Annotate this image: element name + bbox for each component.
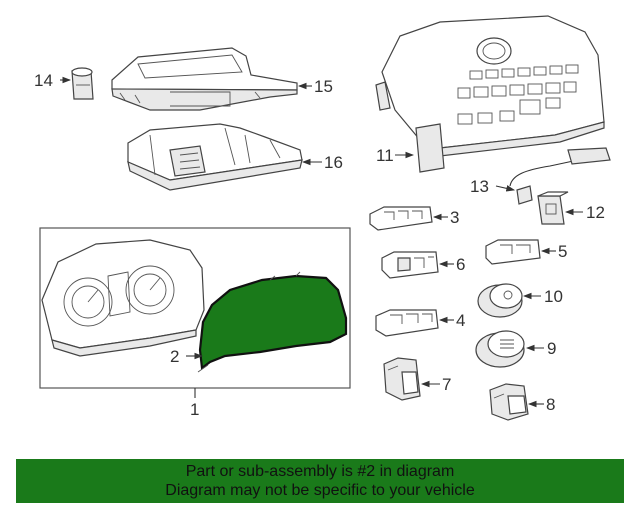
callout-10: 10: [544, 287, 563, 306]
banner-line-1: Part or sub-assembly is #2 in diagram: [185, 463, 455, 480]
callout-1: 1: [190, 400, 199, 419]
parts-diagram: 14 15 16: [34, 15, 611, 421]
callout-3: 3: [450, 208, 459, 227]
part-12-connector: [537, 191, 569, 225]
part-11-climate-panel: [375, 15, 605, 173]
part-5-switch: [485, 239, 541, 265]
callout-8: 8: [546, 395, 555, 414]
callout-11: 11: [376, 146, 394, 165]
callout-12: 12: [586, 203, 605, 222]
part-10-button: [477, 283, 523, 318]
part-9-start-button: [475, 330, 525, 368]
callout-15: 15: [314, 77, 333, 96]
part-14-knob: [71, 67, 94, 100]
part-1-instrument-cluster: [41, 239, 205, 357]
callout-9: 9: [547, 339, 556, 358]
part-2-cluster-glass-highlight: [198, 274, 348, 371]
part-8-switch: [489, 383, 529, 421]
callout-16: 16: [324, 153, 343, 172]
callout-14: 14: [34, 71, 53, 90]
part-3-switch: [369, 206, 433, 231]
part-4-switch: [375, 309, 439, 337]
callout-2: 2: [170, 347, 179, 366]
part-7-switch: [383, 357, 421, 401]
part-15-display-unit: [111, 47, 298, 111]
callout-13: 13: [470, 177, 489, 196]
callout-5: 5: [558, 242, 567, 261]
part-16-bracket: [127, 123, 303, 191]
callout-7: 7: [442, 375, 451, 394]
info-banner: Part or sub-assembly is #2 in diagram Di…: [16, 459, 624, 503]
banner-line-2: Diagram may not be specific to your vehi…: [165, 482, 475, 499]
callout-4: 4: [456, 311, 465, 330]
part-6-switch: [381, 251, 439, 279]
part-13-cable: [509, 147, 611, 205]
callout-6: 6: [456, 255, 465, 274]
